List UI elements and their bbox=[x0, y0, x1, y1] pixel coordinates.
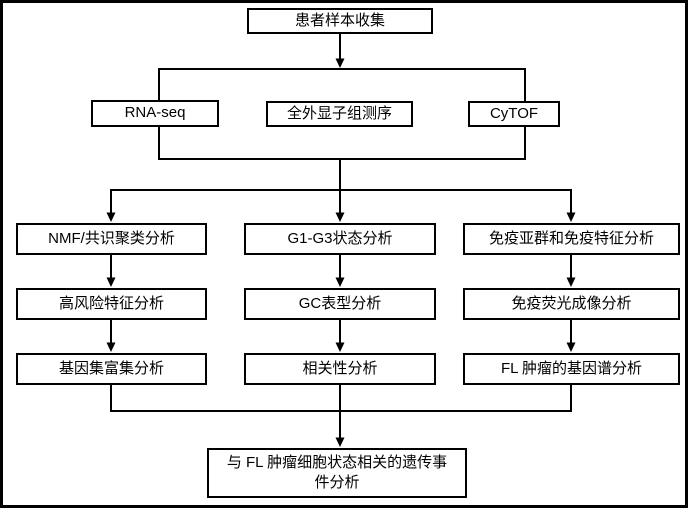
node-patient-sample-collection: 患者样本收集 bbox=[247, 8, 433, 34]
arrowhead-col2-step2 bbox=[335, 277, 345, 287]
node-label: 相关性分析 bbox=[302, 359, 378, 377]
node-label: 免疫亚群和免疫特征分析 bbox=[488, 229, 654, 247]
node-label: 基因集富集分析 bbox=[58, 359, 164, 377]
node-label: GC表型分析 bbox=[298, 294, 382, 312]
arrowhead-col1 bbox=[106, 212, 116, 222]
node-high-risk-feature-analysis: 高风险特征分析 bbox=[16, 288, 207, 320]
node-immune-subsets-and-features-analysis: 免疫亚群和免疫特征分析 bbox=[463, 223, 680, 255]
node-label: 全外显子组测序 bbox=[286, 104, 392, 122]
node-label: 与 FL 肿瘤细胞状态相关的遗传事件分析 bbox=[226, 453, 448, 491]
arrowhead-col3 bbox=[566, 212, 576, 222]
node-fl-tumor-gene-profile-analysis: FL 肿瘤的基因谱分析 bbox=[463, 353, 680, 385]
node-label: 高风险特征分析 bbox=[58, 294, 164, 312]
node-label: 免疫荧光成像分析 bbox=[511, 294, 632, 312]
arrowhead-root-to-group bbox=[335, 58, 345, 68]
arrowhead-col1-step3 bbox=[106, 342, 116, 352]
node-label: G1-G3状态分析 bbox=[287, 229, 393, 247]
arrowhead-col3-step2 bbox=[566, 277, 576, 287]
arrowhead-col2-step3 bbox=[335, 342, 345, 352]
node-nmf-consensus-clustering: NMF/共识聚类分析 bbox=[16, 223, 207, 255]
node-immunofluorescence-imaging-analysis: 免疫荧光成像分析 bbox=[463, 288, 680, 320]
node-whole-exome-sequencing: 全外显子组测序 bbox=[266, 101, 413, 127]
node-label: CyTOF bbox=[489, 104, 539, 122]
node-gene-set-enrichment-analysis: 基因集富集分析 bbox=[16, 353, 207, 385]
arrowhead-final bbox=[335, 437, 345, 447]
node-label: FL 肿瘤的基因谱分析 bbox=[500, 359, 643, 377]
node-label: RNA-seq bbox=[124, 104, 186, 122]
node-label: NMF/共识聚类分析 bbox=[48, 229, 175, 247]
node-rna-seq: RNA-seq bbox=[91, 100, 219, 127]
connector-lines-layer bbox=[106, 34, 576, 447]
node-genetic-events-related-to-fl-tumor-cell-states: 与 FL 肿瘤细胞状态相关的遗传事件分析 bbox=[207, 448, 467, 498]
node-g1-g3-state-analysis: G1-G3状态分析 bbox=[244, 223, 436, 255]
arrowhead-col1-step2 bbox=[106, 277, 116, 287]
node-label: 患者样本收集 bbox=[294, 11, 385, 29]
node-gc-phenotype-analysis: GC表型分析 bbox=[244, 288, 436, 320]
arrowhead-col3-step3 bbox=[566, 342, 576, 352]
node-correlation-analysis: 相关性分析 bbox=[244, 353, 436, 385]
node-cytof: CyTOF bbox=[468, 101, 560, 127]
arrowhead-col2 bbox=[335, 212, 345, 222]
